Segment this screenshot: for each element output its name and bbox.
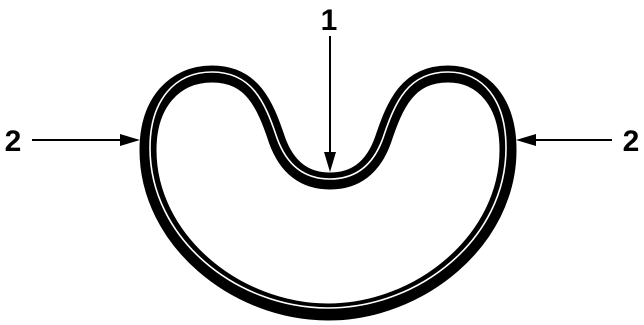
callout-2-left-arrowhead [120, 134, 140, 146]
u-shaped-seal [148, 72, 508, 312]
callout-2-left: 2 [5, 125, 140, 158]
callout-1-label: 1 [321, 4, 338, 37]
callout-2-right-arrowhead [516, 134, 536, 146]
callout-2-right-label: 2 [623, 125, 640, 158]
callout-2-right: 2 [516, 125, 639, 158]
callout-1: 1 [321, 4, 338, 172]
callout-2-left-label: 2 [5, 125, 22, 158]
callout-1-arrowhead [324, 152, 336, 172]
seal-outer-ring [148, 74, 508, 312]
